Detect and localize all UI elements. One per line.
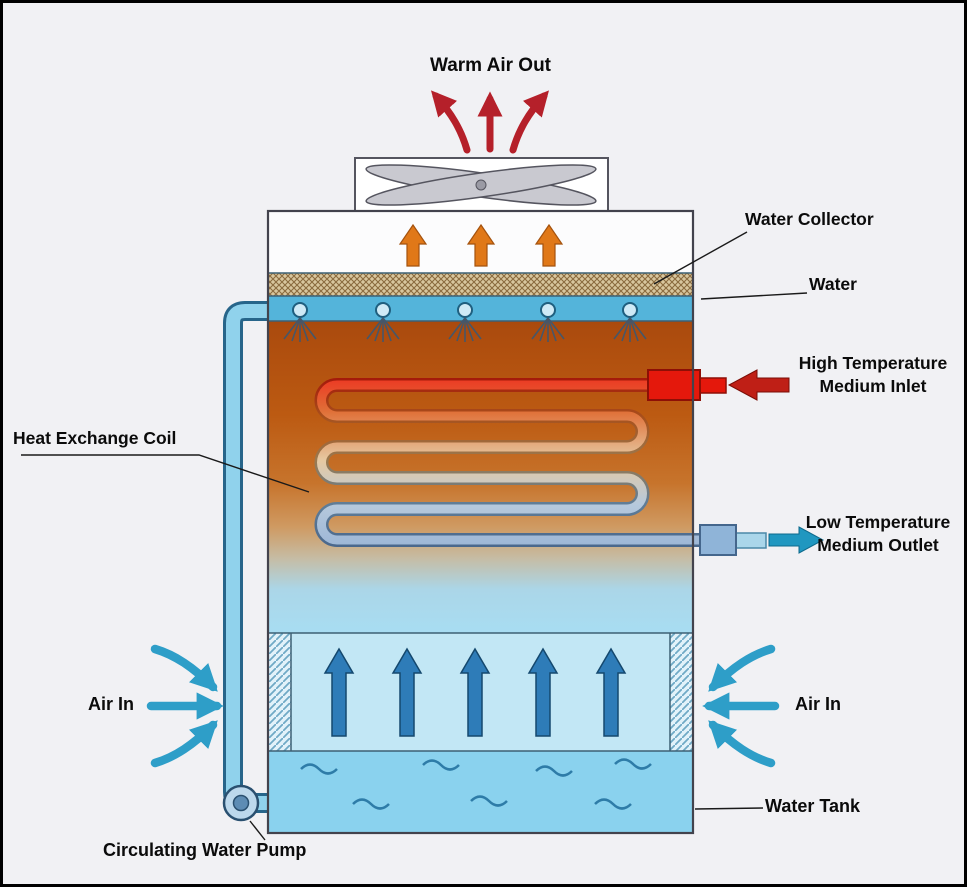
label-heat-exchange-coil: Heat Exchange Coil bbox=[13, 428, 177, 448]
water-collector-strip bbox=[269, 273, 692, 296]
leader-lines bbox=[21, 231, 808, 841]
warm-air-arrows bbox=[430, 90, 550, 154]
spray-water-header bbox=[269, 296, 692, 321]
water-tank-basin bbox=[269, 751, 692, 832]
air-in-arrows-right bbox=[702, 644, 780, 768]
low-temp-outlet-port bbox=[699, 524, 825, 556]
leader-water-tank bbox=[694, 807, 764, 810]
louver-left bbox=[269, 633, 291, 751]
diagram-canvas bbox=[21, 90, 825, 841]
leader-water bbox=[700, 292, 808, 300]
label-circulating-water-pump: Circulating Water Pump bbox=[103, 840, 307, 860]
label-water-collector: Water Collector bbox=[745, 209, 874, 229]
inlet-arrow-icon bbox=[727, 369, 790, 401]
louver-right bbox=[670, 633, 692, 751]
air-in-arrows-left bbox=[146, 644, 224, 768]
label-water: Water bbox=[809, 274, 857, 294]
section-dividers bbox=[269, 272, 692, 752]
label-water-tank: Water Tank bbox=[765, 796, 861, 816]
fan-icon bbox=[354, 157, 609, 212]
heat-exchange-coil bbox=[314, 378, 702, 547]
label-air-in-left: Air In bbox=[87, 694, 134, 714]
tower-outline bbox=[266, 209, 695, 835]
leader-water-collector bbox=[653, 231, 748, 285]
label-low-temp-outlet: Low Temperature Medium Outlet bbox=[805, 512, 951, 556]
label-warm-air-out: Warm Air Out bbox=[429, 55, 552, 76]
high-temp-inlet-port bbox=[647, 369, 790, 401]
leader-pump bbox=[249, 820, 266, 841]
label-high-temp-inlet: High Temperature Medium Inlet bbox=[798, 353, 948, 397]
label-air-in-right: Air In bbox=[794, 694, 841, 714]
leader-heat-exchange-coil bbox=[21, 454, 310, 493]
circulation-pipe bbox=[223, 301, 269, 813]
pump-icon bbox=[222, 784, 260, 822]
outlet-arrow-icon bbox=[768, 526, 825, 554]
